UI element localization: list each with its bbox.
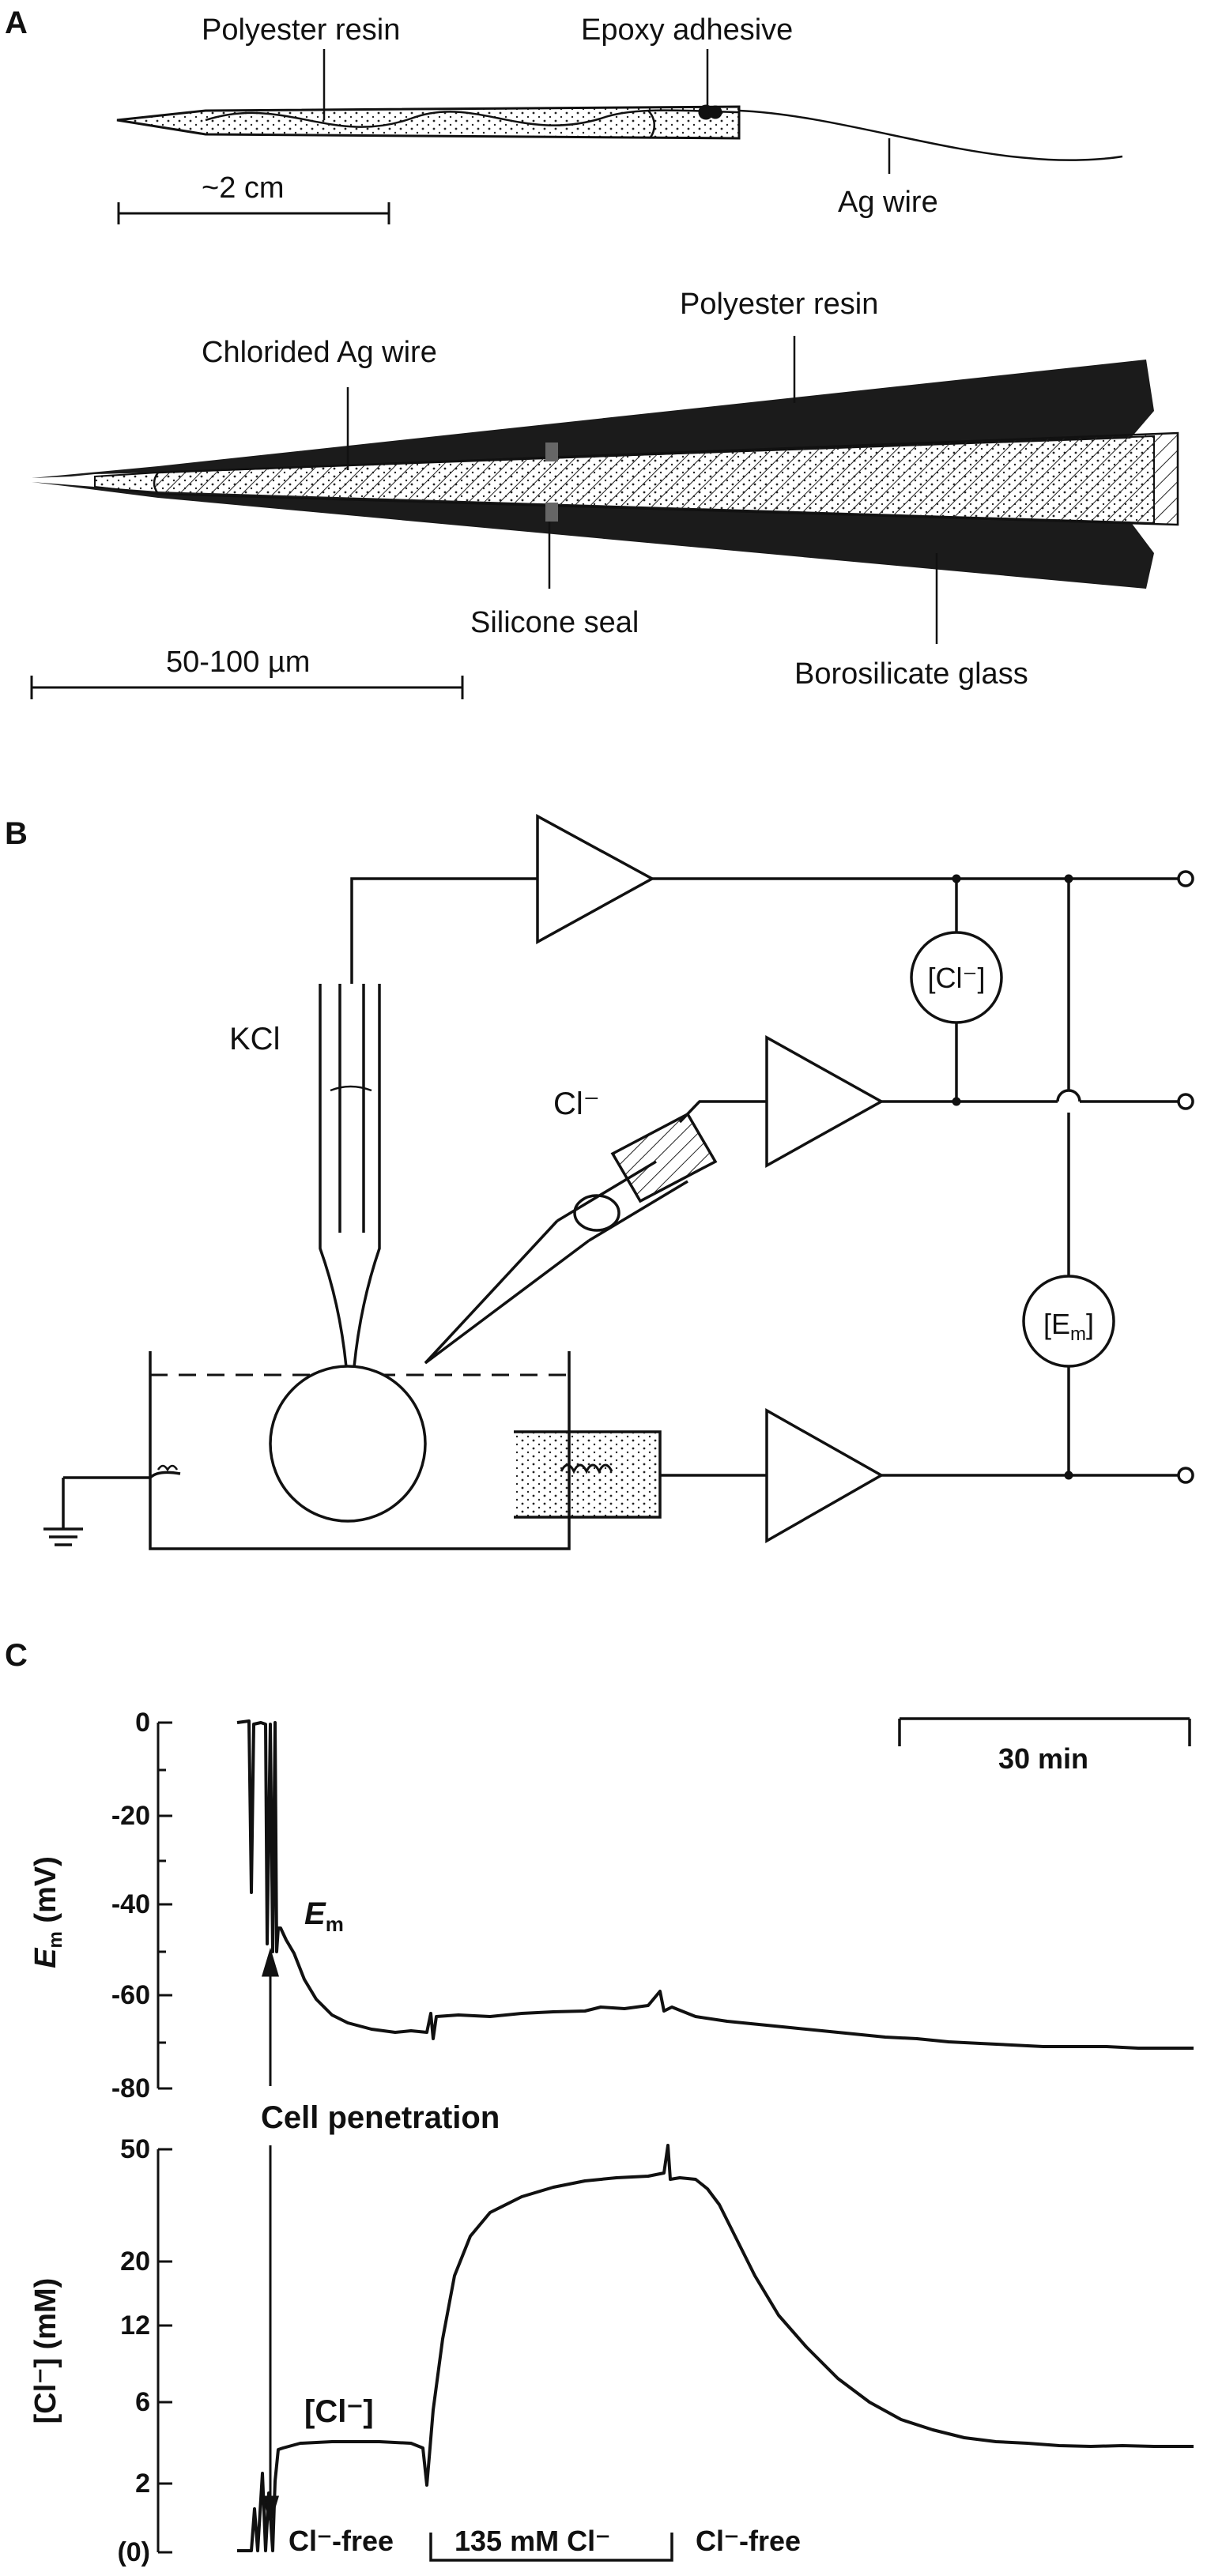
cl-tick: 12 (120, 2310, 150, 2341)
em-trace (236, 1719, 1194, 2050)
period-label: Cl⁻-free (289, 2525, 394, 2557)
em-meter-label: [Em] (1043, 1308, 1094, 1345)
label-ag-wire: Ag wire (838, 186, 938, 219)
panel-c-letter: C (5, 1638, 28, 1673)
cl-meter-label: [Cl⁻] (927, 962, 985, 994)
label-cell-penetration: Cell penetration (261, 2100, 500, 2135)
period-label: 135 mM Cl⁻ (455, 2525, 610, 2557)
scale-bar-30min (898, 1717, 1191, 1746)
circuit (43, 814, 1194, 1550)
panel-a-letter: A (5, 6, 28, 40)
tip-detail (32, 336, 1179, 644)
period-label: Cl⁻-free (696, 2525, 801, 2557)
em-axis-lower (157, 1919, 172, 2090)
period-bracket (429, 2533, 673, 2562)
cl-trace-label: [Cl⁻] (304, 2394, 374, 2429)
label-chlorided-ag-wire: Chlorided Ag wire (202, 336, 437, 369)
cl-tick: 6 (135, 2387, 150, 2417)
scale-bar-2cm (117, 202, 390, 224)
em-axis-ticks: 0 -20 -40 -60 -80 (111, 1708, 150, 2103)
label-scale-2cm: ~2 cm (202, 171, 285, 205)
em-tick: -60 (111, 1980, 150, 2010)
junction-dots (952, 874, 1073, 1480)
cl-tick: (0) (117, 2537, 150, 2567)
em-axis (157, 1721, 172, 1919)
em-tick: -40 (111, 1889, 150, 1919)
label-cl-electrode: Cl⁻ (553, 1087, 600, 1121)
em-tick: 0 (135, 1708, 150, 1738)
panel-b-letter: B (5, 816, 28, 851)
cl-tick: 20 (120, 2246, 150, 2277)
cl-tick: 2 (135, 2469, 150, 2499)
label-polyester-resin-tip: Polyester resin (680, 288, 878, 321)
em-tick: -80 (111, 2073, 150, 2103)
penetration-arrows (261, 1947, 280, 2525)
period-labels: Cl⁻-free 135 mM Cl⁻ Cl⁻-free (289, 2525, 801, 2557)
em-axis-label: Em (mV) (29, 1856, 66, 1968)
cl-trace (237, 2144, 1194, 2552)
cl-tick: 50 (120, 2134, 150, 2164)
cl-axis-ticks: 50 20 12 6 2 (0) (117, 2134, 150, 2567)
cl-axis (157, 2148, 172, 2554)
label-epoxy-adhesive: Epoxy adhesive (581, 13, 793, 47)
em-trace-label: Em (304, 1896, 344, 1936)
cl-axis-label: [Cl⁻] (mM) (29, 2278, 62, 2424)
label-borosilicate-glass: Borosilicate glass (794, 657, 1028, 691)
scale-bar-um (30, 676, 464, 699)
label-kcl: KCl (229, 1022, 280, 1056)
label-silicone-seal: Silicone seal (470, 606, 639, 639)
label-polyester-resin-top: Polyester resin (202, 13, 400, 47)
probe-overview (116, 49, 1123, 174)
label-scale-um: 50-100 µm (166, 646, 310, 679)
label-30min: 30 min (998, 1742, 1088, 1775)
em-tick: -20 (111, 1801, 150, 1831)
